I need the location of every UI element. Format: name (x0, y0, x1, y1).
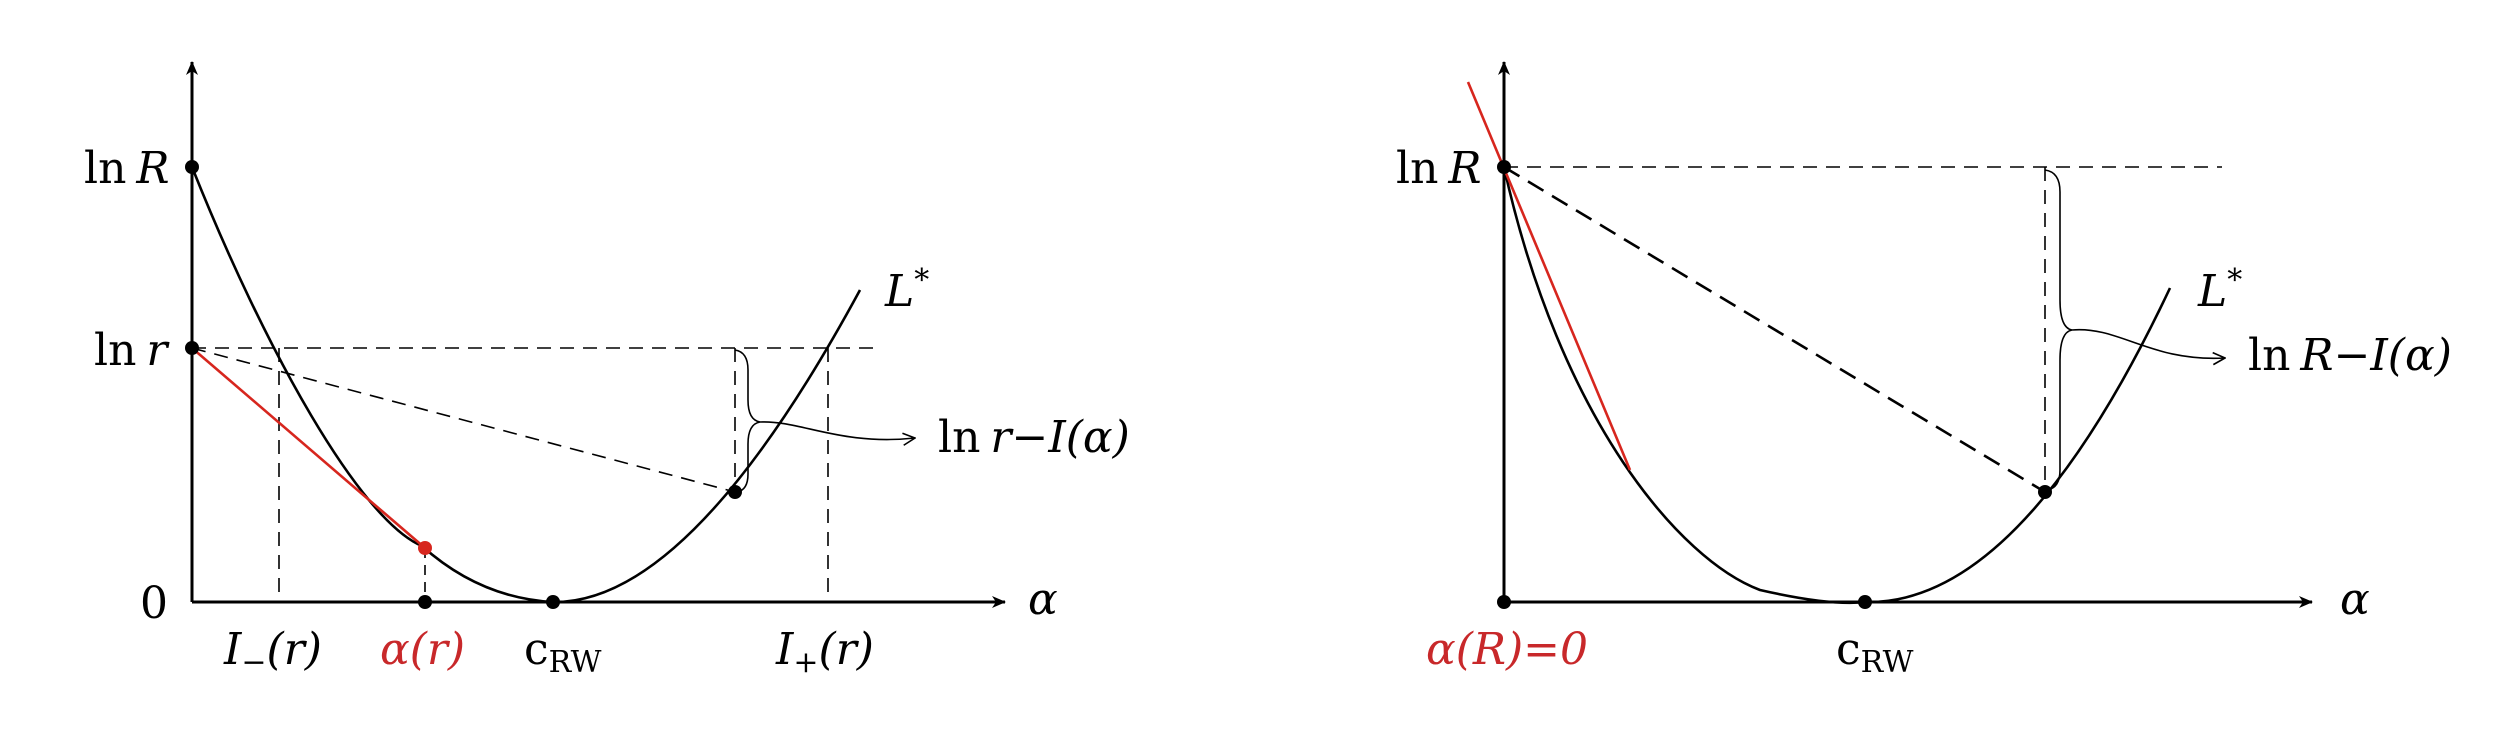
left-red-tangent (191, 347, 426, 549)
right-rate-curve (1502, 166, 2172, 605)
right-point-c-rw (1858, 595, 1872, 609)
left-x-axis-label: α (1028, 574, 1058, 625)
right-secant-dashed (1503, 165, 2046, 494)
left-zero-label: 0 (140, 578, 168, 629)
left-i-plus-label: I+(r) (775, 624, 874, 680)
left-point-tangent (418, 541, 432, 555)
left-point-lnr (185, 341, 199, 355)
right-point-curve (2038, 485, 2052, 499)
left-point-c-rw (546, 595, 560, 609)
left-c-rw-label: cRW (524, 624, 602, 680)
right-brace-arrow (2071, 328, 2225, 359)
right-point-lnR (1497, 160, 1511, 174)
left-brace (734, 349, 761, 493)
right-point-origin (1497, 595, 1511, 609)
left-secant-dashed (191, 347, 736, 493)
left-i-minus-label: I−(r) (223, 624, 322, 680)
left-brace-arrow (759, 421, 915, 440)
right-brace (2044, 169, 2073, 491)
left-curve-label: L* (884, 263, 929, 317)
left-point-curve (728, 485, 742, 499)
left-alpha-r-label: α(r) (380, 624, 465, 675)
right-red-tangent (1466, 81, 1632, 471)
right-x-axis-label: α (2340, 574, 2370, 625)
right-curve-label: L* (2197, 263, 2242, 317)
right-alpha-R0-label: α(R)=0 (1426, 624, 1588, 675)
right-c-rw-label: cRW (1836, 624, 1914, 680)
left-rate-curve (190, 166, 862, 604)
left-point-alpha-r (418, 595, 432, 609)
left-point-lnR (185, 160, 199, 174)
